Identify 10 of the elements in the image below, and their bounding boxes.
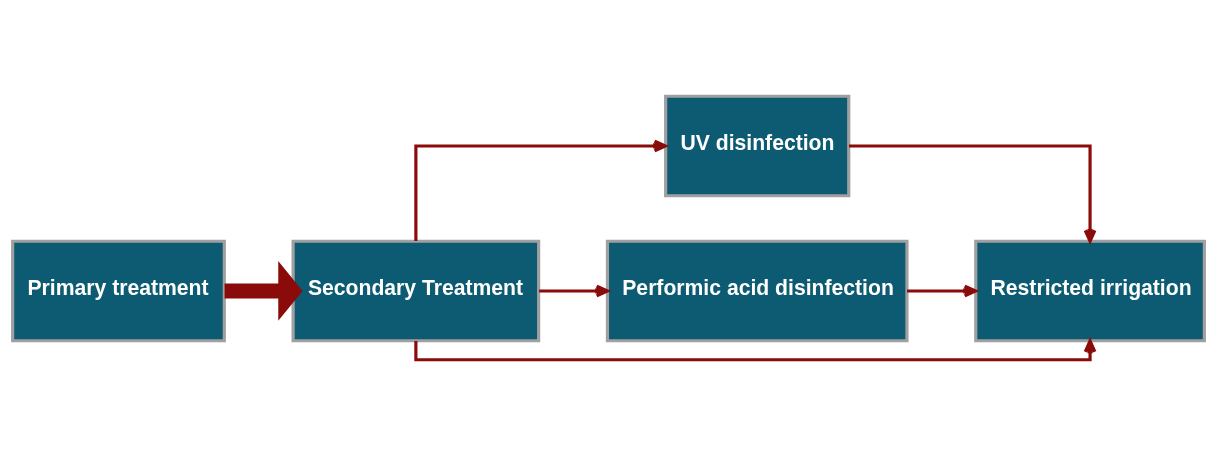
arrow [849, 143, 1097, 243]
arrow [539, 284, 609, 297]
node-box: Performic acid disinfection [605, 239, 909, 342]
arrow [224, 260, 303, 321]
node-box: Restricted irrigation [974, 239, 1206, 342]
arrow [907, 284, 977, 297]
node-box: Secondary Treatment [291, 239, 541, 342]
node-box: Primary treatment [11, 239, 226, 342]
node-box: UV disinfection [664, 94, 851, 197]
arrow [414, 139, 667, 241]
